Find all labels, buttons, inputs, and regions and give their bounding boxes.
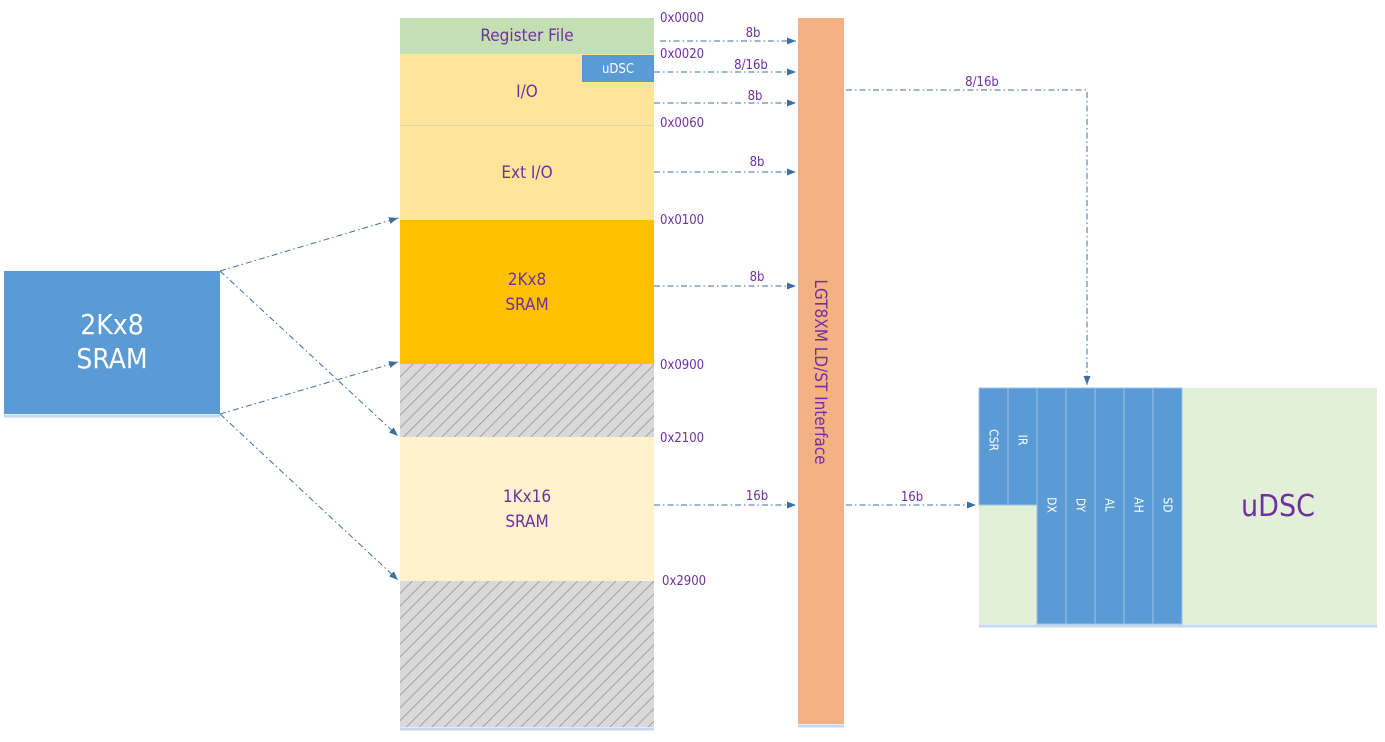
udsc-register-ir — [1007, 387, 1038, 506]
bus-width-to-udsc-bottom: 16b — [901, 490, 923, 505]
interface-label: LGT8XM LD/ST Interface — [810, 279, 830, 464]
external-sram-line2: SRAM — [76, 342, 147, 375]
udsc-register-label-ir: IR — [1016, 435, 1030, 446]
udsc-register-label-ah: AH — [1132, 497, 1146, 513]
sram-1k-label-line1: 1Kx16 — [503, 487, 551, 507]
ext-io-region — [400, 126, 654, 220]
memory-map: uDSC Register File I/O Ext I/O 2Kx8 SRAM… — [400, 18, 654, 731]
sram-1k-region — [400, 437, 654, 581]
bus-width-register-file: 8b — [746, 26, 761, 41]
udsc-small-block — [582, 55, 654, 82]
bus-width-sram-2k: 8b — [750, 270, 765, 285]
udsc-register-al — [1094, 387, 1125, 625]
register-file-label: Register File — [480, 26, 573, 46]
udsc-connections: 8/16b 16b — [846, 75, 1091, 509]
bus-connections: 8b 8/16b 8b 8b 8b 16b — [654, 26, 796, 509]
bus-width-io: 8b — [748, 89, 763, 104]
udsc-register-label-dx: DX — [1045, 497, 1059, 513]
bus-width-to-udsc-top: 8/16b — [965, 75, 999, 90]
register-file-region — [400, 18, 654, 54]
mapping-arrows — [219, 217, 399, 581]
bus-width-ext-io: 8b — [750, 155, 765, 170]
udsc-register-label-al: AL — [1103, 498, 1117, 511]
reserved-region-1 — [400, 364, 654, 437]
udsc-register-dy — [1065, 387, 1096, 625]
address-0x0000: 0x0000 — [660, 11, 704, 26]
sram-1k-label-line2: SRAM — [505, 512, 548, 532]
sram-2k-region — [400, 220, 654, 364]
bus-width-sram-1k: 16b — [746, 489, 768, 504]
ext-io-label: Ext I/O — [501, 163, 552, 183]
address-0x2900: 0x2900 — [662, 574, 706, 589]
address-0x0900: 0x0900 — [660, 358, 704, 373]
udsc-register-sd — [1152, 387, 1183, 625]
reserved-region-2 — [400, 581, 654, 727]
udsc-register-label-csr: CSR — [987, 429, 1001, 451]
sram-2k-label-line1: 2Kx8 — [508, 270, 547, 290]
udsc-small-label: uDSC — [602, 62, 634, 77]
udsc-register-label-dy: DY — [1074, 498, 1088, 513]
external-sram-line1: 2Kx8 — [80, 308, 143, 341]
ldst-interface: LGT8XM LD/ST Interface — [798, 18, 844, 728]
udsc-register-label-sd: SD — [1161, 497, 1175, 512]
udsc-register-ah — [1123, 387, 1154, 625]
bus-width-udsc: 8/16b — [734, 58, 768, 73]
udsc-registers: CSR IR DX DY AL AH SD — [978, 387, 1183, 625]
external-sram-block: 2Kx8 SRAM — [4, 271, 220, 418]
address-0x0100: 0x0100 — [660, 213, 704, 228]
sram-2k-label-line2: SRAM — [505, 295, 548, 315]
udsc-block: CSR IR DX DY AL AH SD uDSC — [978, 387, 1377, 628]
address-0x0020: 0x0020 — [660, 47, 704, 62]
address-labels: 0x0000 0x0020 0x0060 0x0100 0x0900 0x210… — [660, 11, 706, 589]
address-0x0060: 0x0060 — [660, 116, 704, 131]
address-0x2100: 0x2100 — [660, 431, 704, 446]
io-label: I/O — [516, 82, 538, 102]
udsc-title: uDSC — [1241, 489, 1315, 524]
